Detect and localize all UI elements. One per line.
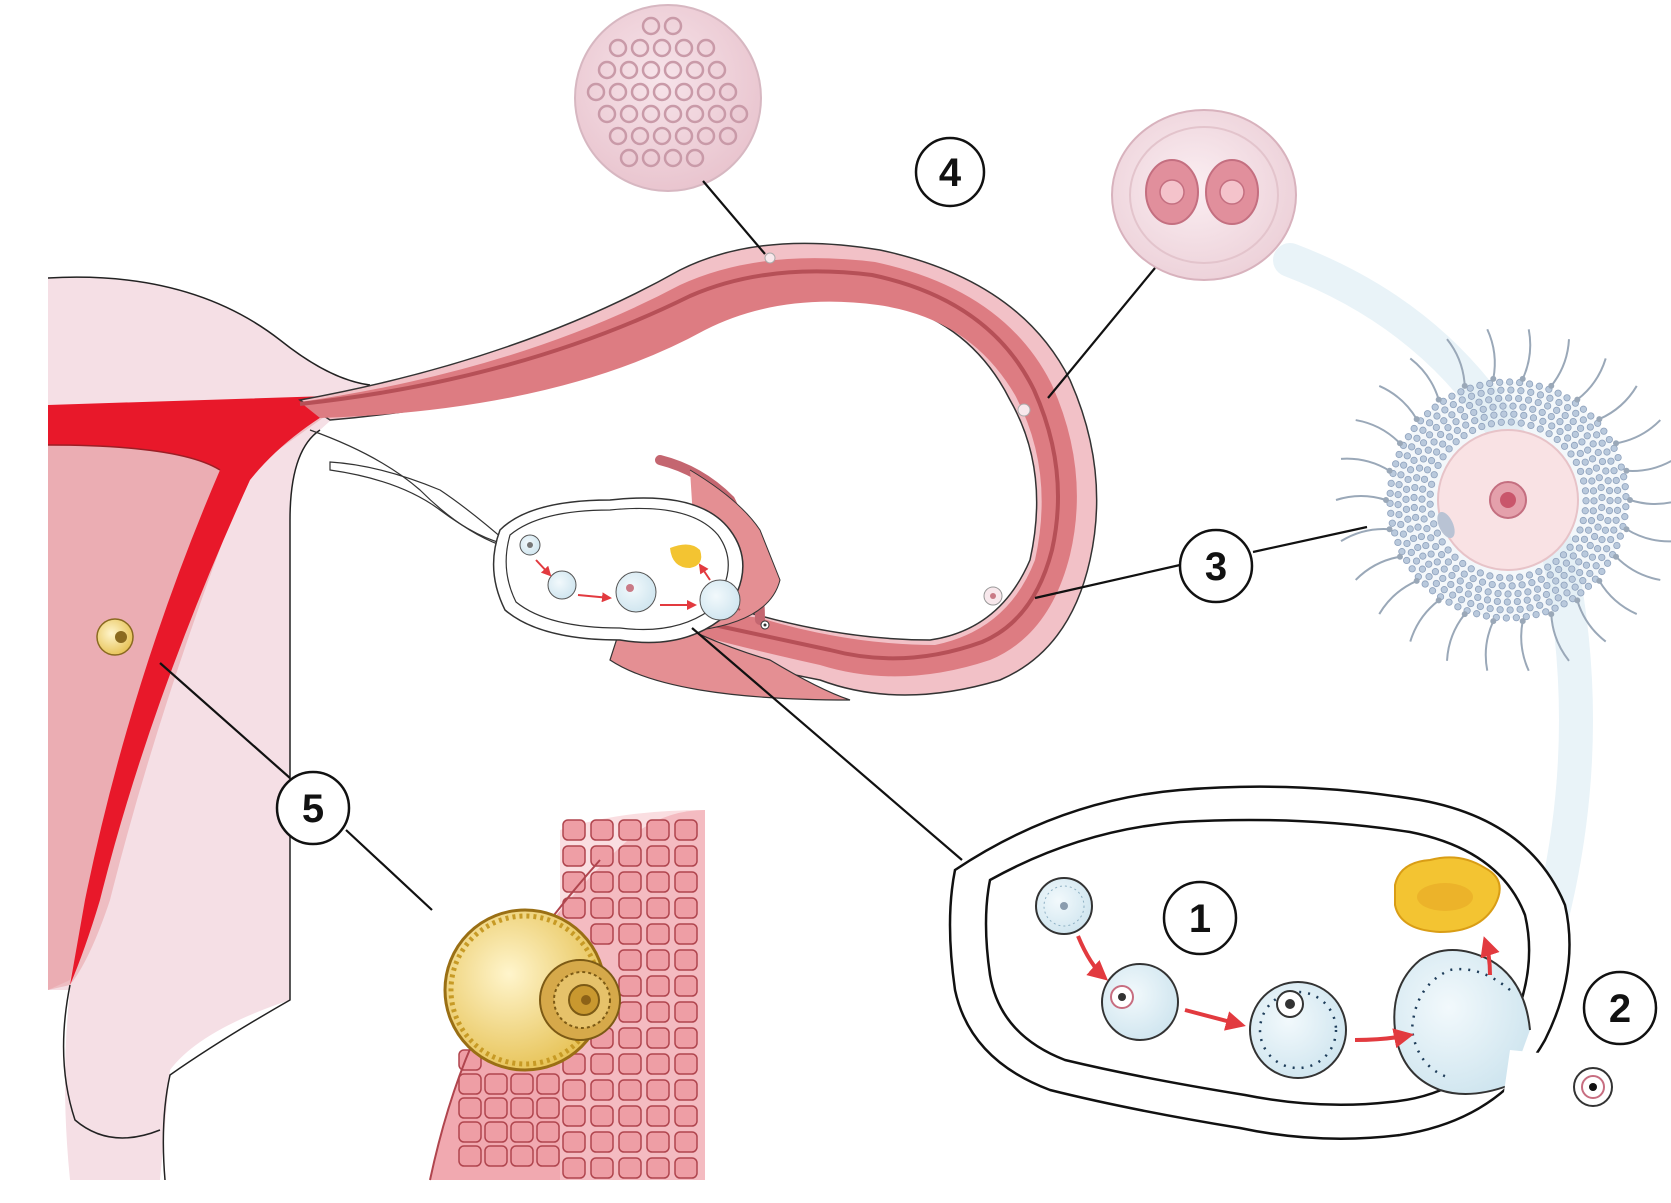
ovary-icon — [950, 787, 1570, 1139]
ovarian-ligament — [330, 462, 510, 545]
tube-embryo-two-cell — [1018, 404, 1030, 416]
svg-text:2: 2 — [1609, 987, 1631, 1031]
marker-3: 3 — [1180, 530, 1252, 602]
morula-icon — [575, 5, 761, 191]
tube-embryo-4 — [765, 253, 775, 263]
svg-text:5: 5 — [302, 787, 324, 831]
svg-text:1: 1 — [1189, 897, 1211, 941]
marker-5: 5 — [277, 772, 349, 844]
ovary-small — [494, 498, 743, 643]
marker-1: 1 — [1164, 882, 1236, 954]
ovulated-egg-icon — [1574, 1068, 1612, 1106]
two-cell-embryo-icon — [1112, 110, 1296, 280]
marker-4: 4 — [916, 138, 984, 206]
uterine-blastocyst — [97, 619, 133, 655]
svg-text:4: 4 — [939, 151, 962, 195]
svg-text:3: 3 — [1205, 545, 1227, 589]
implanted-blastocyst-icon — [430, 810, 705, 1180]
fertilization-icon — [1336, 329, 1671, 670]
marker-2: 2 — [1584, 972, 1656, 1044]
